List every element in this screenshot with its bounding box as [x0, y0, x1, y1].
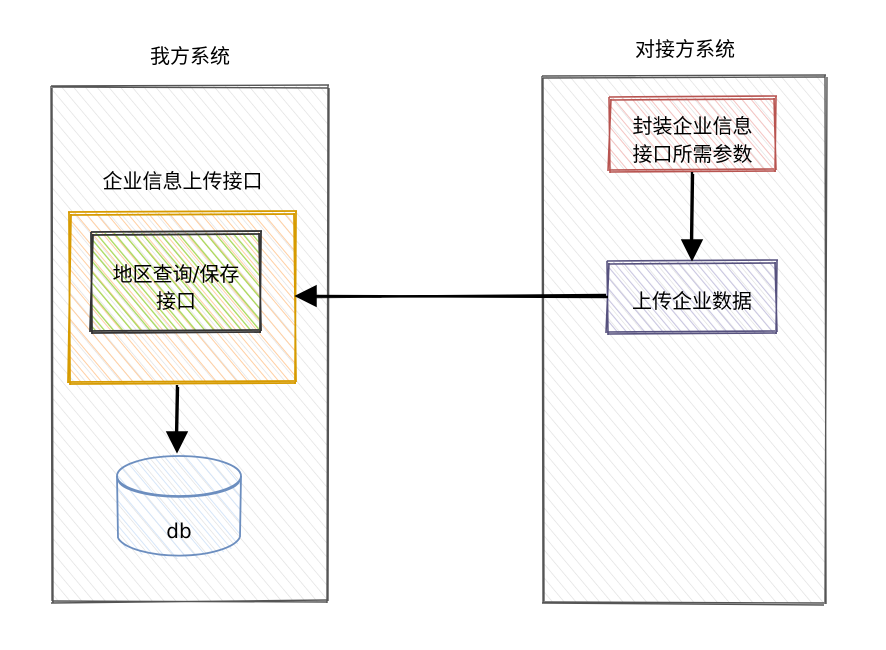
params-box-line2: 接口所需参数	[632, 142, 753, 166]
query-box-line1: 地区查询/保存	[112, 262, 240, 286]
query-save-box	[89, 230, 263, 335]
right-system-title: 对接方系统	[635, 37, 735, 61]
arrow-params-to-upload	[680, 171, 704, 262]
database-cylinder	[116, 454, 242, 559]
interface-title: 企业信息上传接口	[102, 169, 263, 193]
db-label: db	[166, 519, 192, 543]
upload-data-box	[605, 259, 779, 336]
arrow-interface-to-db	[165, 384, 189, 454]
params-box	[607, 95, 778, 174]
left-system-title: 我方系统	[150, 44, 230, 68]
params-box-line1: 封装企业信息	[632, 114, 753, 138]
arrow-upload-to-interface	[294, 284, 609, 308]
upload-box-label: 上传企业数据	[632, 289, 752, 313]
query-box-line2: 接口	[156, 289, 196, 313]
